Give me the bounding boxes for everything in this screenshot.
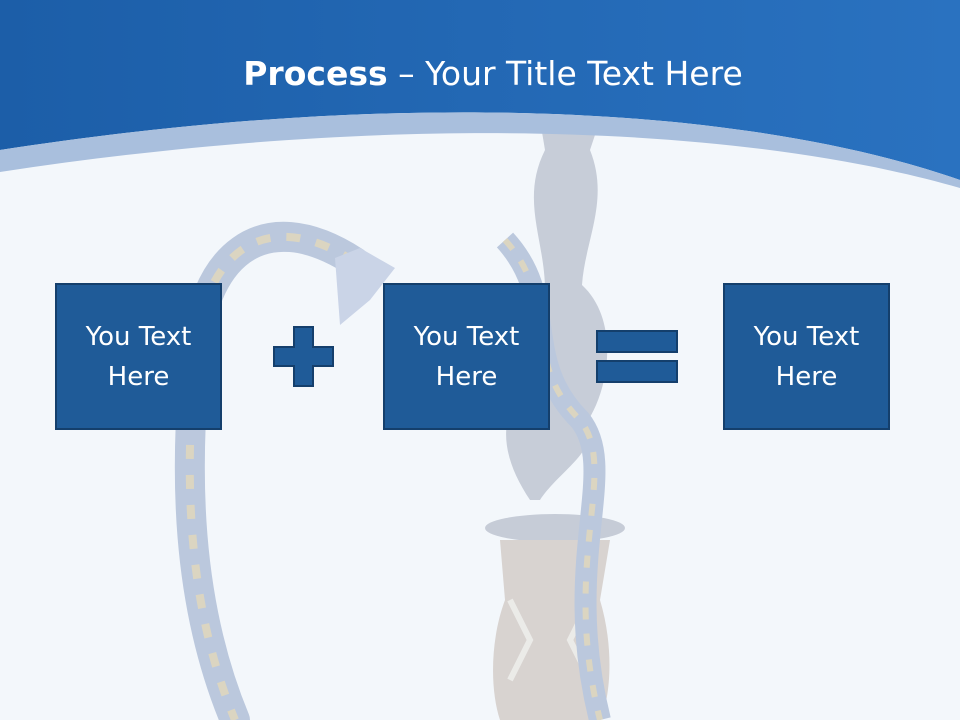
title-rest: – Your Title Text Here <box>398 54 743 93</box>
plus-icon <box>273 326 334 387</box>
title-bold: Process <box>243 54 388 93</box>
process-box-2-text: You Text Here <box>413 321 520 392</box>
process-box-3[interactable]: You Text Here <box>723 283 890 430</box>
process-box-1[interactable]: You Text Here <box>55 283 222 430</box>
equals-icon <box>596 330 678 383</box>
process-box-2[interactable]: You Text Here <box>383 283 550 430</box>
process-box-3-text: You Text Here <box>753 321 860 392</box>
process-box-1-text: You Text Here <box>85 321 192 392</box>
slide-title: Process – Your Title Text Here <box>0 52 960 96</box>
